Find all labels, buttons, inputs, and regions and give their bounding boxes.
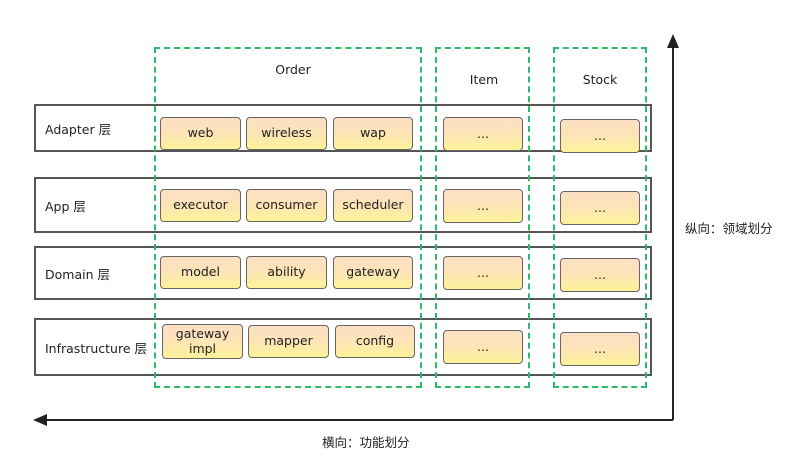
order-infra-cell-gateway-impl: gateway impl [162, 324, 243, 359]
vertical-axis-arrowhead [667, 34, 679, 48]
order-domain-cell-ability: ability [246, 256, 327, 289]
item-app-cell: ... [443, 189, 523, 223]
item-domain-cell: ... [443, 256, 523, 290]
horizontal-axis-label: 横向：功能划分 [322, 435, 410, 450]
order-domain-cell-model: model [160, 256, 241, 289]
domain-box-stock [553, 47, 647, 388]
layer-row-app: App 层 [34, 177, 652, 233]
vertical-axis-label: 纵向：领域划分 [685, 221, 773, 236]
stock-app-cell: ... [560, 191, 640, 225]
domain-box-order [154, 47, 422, 388]
order-app-cell-scheduler: scheduler [333, 189, 413, 222]
layer-label-infrastructure: Infrastructure 层 [45, 340, 148, 356]
order-infra-cell-mapper: mapper [248, 325, 329, 358]
layer-label-app: App 层 [45, 198, 86, 214]
horizontal-axis-arrowhead [33, 414, 47, 426]
domain-title-order: Order [275, 62, 311, 77]
order-app-cell-executor: executor [160, 189, 241, 222]
stock-infra-cell: ... [560, 332, 640, 366]
item-infra-cell: ... [443, 330, 523, 364]
stock-domain-cell: ... [560, 258, 640, 292]
layer-label-domain: Domain 层 [45, 266, 110, 282]
order-app-cell-consumer: consumer [246, 189, 327, 222]
order-domain-cell-gateway: gateway [333, 256, 413, 289]
order-adapter-cell-web: web [160, 117, 241, 150]
stock-adapter-cell: ... [560, 119, 640, 153]
order-infra-cell-config: config [335, 325, 415, 358]
order-adapter-cell-wap: wap [333, 117, 413, 150]
layer-label-adapter: Adapter 层 [45, 121, 112, 137]
domain-title-stock: Stock [582, 72, 618, 87]
domain-box-item [435, 47, 530, 388]
domain-title-item: Item [469, 72, 499, 87]
item-adapter-cell: ... [443, 117, 523, 151]
order-adapter-cell-wireless: wireless [246, 117, 327, 150]
